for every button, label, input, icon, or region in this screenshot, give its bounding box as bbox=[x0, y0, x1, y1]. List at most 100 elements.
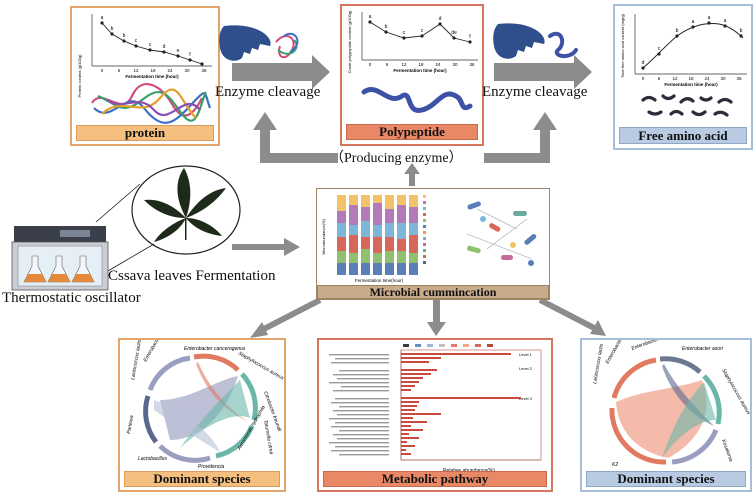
svg-text:18: 18 bbox=[150, 68, 156, 73]
svg-text:f: f bbox=[469, 34, 471, 40]
down-arrow-right bbox=[538, 297, 606, 336]
polypeptide-sublabel: （Producing enzyme） bbox=[330, 151, 463, 166]
fermentation-caption: Cssava leaves Fermentation bbox=[108, 268, 276, 284]
metabolic-pathway-label: Metabolic pathway bbox=[323, 471, 547, 487]
amino-points bbox=[641, 21, 743, 70]
protein-label: protein bbox=[76, 125, 214, 141]
microbial-legend bbox=[423, 195, 426, 264]
svg-text:b: b bbox=[123, 33, 126, 39]
oscillator-caption: Thermostatic oscillator bbox=[2, 290, 141, 306]
enzyme-cleavage-right: Enzyme cleavage bbox=[482, 84, 588, 100]
svg-text:24: 24 bbox=[704, 76, 710, 81]
svg-text:c: c bbox=[421, 28, 424, 34]
svg-text:d: d bbox=[439, 16, 442, 22]
svg-text:de: de bbox=[451, 30, 457, 36]
peptide-fragment-right bbox=[548, 31, 578, 58]
metabolic-level-2: Level 2 bbox=[519, 366, 533, 371]
svg-text:Staphylococcus aureus: Staphylococcus aureus bbox=[720, 368, 750, 416]
free-amino-acid-label: Free amino acid bbox=[619, 127, 747, 144]
protein-panel: Protein content (g/100g) a b b c c d e f… bbox=[70, 6, 220, 146]
svg-text:12: 12 bbox=[401, 62, 407, 67]
polypeptide-x-axis-label: Fermentation time (hour) bbox=[393, 68, 447, 73]
protein-line bbox=[101, 22, 203, 65]
polypeptide-chart: Crude polypeptide content (g/100g) a b c… bbox=[347, 10, 478, 113]
svg-text:d: d bbox=[642, 60, 645, 66]
svg-text:f: f bbox=[189, 52, 191, 58]
svg-text:d: d bbox=[163, 44, 166, 50]
svg-text:Enterobacter cloacae: Enterobacter cloacae bbox=[605, 340, 634, 365]
microbial-label: Microbial cummincation bbox=[317, 285, 549, 299]
dominant-species-right-label: Dominant species bbox=[586, 471, 746, 487]
svg-text:Lactobacillus: Lactobacillus bbox=[138, 456, 167, 462]
microbial-chart: Microabundance(%) bbox=[321, 195, 537, 283]
protein-y-axis-label: Protein content (g/100g) bbox=[77, 54, 82, 98]
svg-text:b: b bbox=[385, 24, 388, 30]
svg-text:30: 30 bbox=[452, 62, 458, 67]
fermentation-arrow bbox=[232, 238, 300, 256]
dominant-species-left-panel: Lactococcus lactis Enterobacter cloacae … bbox=[118, 338, 286, 492]
svg-text:Lactococcus lactis: Lactococcus lactis bbox=[130, 340, 143, 380]
dominant-species-left-label: Dominant species bbox=[124, 471, 280, 487]
svg-text:6: 6 bbox=[658, 76, 661, 81]
culture-flasks bbox=[23, 255, 95, 283]
oscillator-illustration bbox=[11, 165, 241, 291]
svg-text:0: 0 bbox=[369, 62, 372, 67]
polypeptide-label: Polypeptide bbox=[346, 124, 478, 140]
amino-fragments-illustration bbox=[641, 94, 733, 117]
svg-text:c: c bbox=[149, 42, 152, 48]
svg-text:12: 12 bbox=[133, 68, 139, 73]
enzyme-arrow-left bbox=[232, 55, 330, 89]
svg-text:a: a bbox=[724, 18, 727, 24]
svg-text:b: b bbox=[676, 28, 679, 34]
microbial-up-arrow bbox=[404, 163, 420, 186]
dominant-species-right-panel: Lactococcus lactis Enterobacter cloacae … bbox=[580, 338, 752, 492]
svg-text:0: 0 bbox=[101, 68, 104, 73]
svg-text:b: b bbox=[111, 26, 114, 32]
svg-text:36: 36 bbox=[469, 62, 475, 67]
svg-text:Pantoea: Pantoea bbox=[126, 415, 135, 435]
metabolic-pathway-panel: Level 1 Level 2 Level 3 Relative abundan… bbox=[317, 338, 553, 492]
protein-points bbox=[100, 21, 204, 66]
svg-text:e: e bbox=[177, 48, 180, 54]
microbial-x-axis-label: Fermentation time(hour) bbox=[355, 278, 404, 283]
svg-text:24: 24 bbox=[167, 68, 173, 73]
protease-icon-left bbox=[219, 25, 299, 61]
amino-ticks: 0 6 12 18 24 30 36 bbox=[642, 76, 742, 81]
bacteria-network-illustration bbox=[466, 201, 537, 266]
oscillator-machine bbox=[11, 226, 109, 291]
enzyme-cleavage-left: Enzyme cleavage bbox=[215, 84, 321, 100]
svg-text:a: a bbox=[708, 15, 711, 21]
svg-text:0: 0 bbox=[642, 76, 645, 81]
polypeptide-y-axis-label: Crude polypeptide content (g/100g) bbox=[347, 10, 352, 73]
chord-diagram-right: Lactococcus lactis Enterobacter cloacae … bbox=[592, 340, 750, 468]
svg-text:Lactococcus lactis: Lactococcus lactis bbox=[592, 343, 605, 384]
svg-text:30: 30 bbox=[720, 76, 726, 81]
polypeptide-panel: Crude polypeptide content (g/100g) a b c… bbox=[340, 4, 484, 146]
down-arrow-left bbox=[250, 297, 322, 338]
svg-text:Enterobacter cancerogenus: Enterobacter cancerogenus bbox=[184, 346, 246, 352]
microbial-y-axis-label: Microabundance(%) bbox=[321, 218, 326, 254]
svg-text:Enterobacter cloacae: Enterobacter cloacae bbox=[143, 340, 172, 363]
amino-x-axis-label: Fermentation time (hour) bbox=[664, 82, 718, 87]
svg-text:18: 18 bbox=[688, 76, 694, 81]
svg-text:36: 36 bbox=[736, 76, 742, 81]
protein-structure-illustration bbox=[91, 83, 212, 124]
free-amino-acid-panel: Total free amino acid content (mg/g) d c… bbox=[613, 4, 753, 150]
polypeptide-points bbox=[368, 20, 472, 44]
protein-x-axis-label: Fermentation time (hour) bbox=[125, 74, 179, 79]
svg-text:Enterobacter asori: Enterobacter asori bbox=[682, 346, 724, 352]
svg-text:a: a bbox=[369, 14, 372, 20]
svg-text:c: c bbox=[658, 46, 661, 52]
protein-chart: Protein content (g/100g) a b b c c d e f… bbox=[77, 14, 212, 124]
svg-text:Tatumella citrea: Tatumella citrea bbox=[262, 419, 274, 455]
svg-text:K2: K2 bbox=[612, 462, 618, 468]
return-arrow-left bbox=[253, 112, 338, 163]
polypeptide-ticks: 0 6 12 18 24 30 36 bbox=[369, 62, 475, 67]
metabolic-level-3: Level 3 bbox=[519, 396, 533, 401]
svg-text:36: 36 bbox=[201, 68, 207, 73]
microbial-panel: Microabundance(%) bbox=[316, 188, 550, 300]
metabolic-legend bbox=[403, 344, 493, 347]
polypeptide-letters: a b c c d de f bbox=[369, 14, 472, 40]
peptide-fragment-left bbox=[275, 33, 299, 59]
